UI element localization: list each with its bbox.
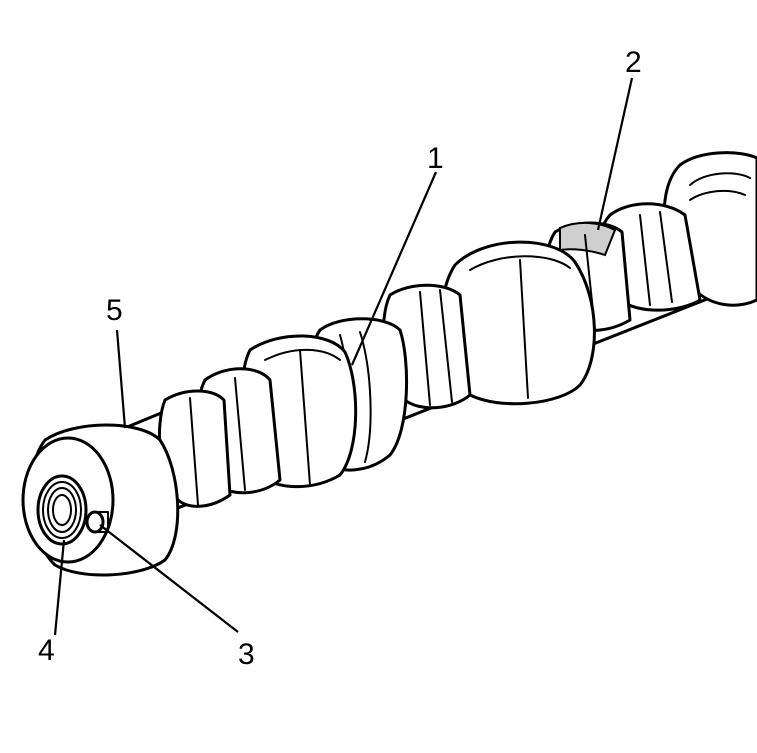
leader-5 [115,329,127,429]
callout-3: 3 [238,638,255,671]
leader-3 [99,524,239,633]
threaded-bore [36,474,88,546]
leader-lines [53,77,634,636]
leader-1 [350,171,438,366]
dowel-pin [85,510,109,534]
callout-5: 5 [106,294,123,327]
callout-1: 1 [427,142,444,175]
leader-2 [596,77,634,231]
callout-2: 2 [625,46,642,79]
leader-4 [53,539,66,636]
cam-lobes-left [157,367,282,508]
callout-4: 4 [38,634,55,667]
